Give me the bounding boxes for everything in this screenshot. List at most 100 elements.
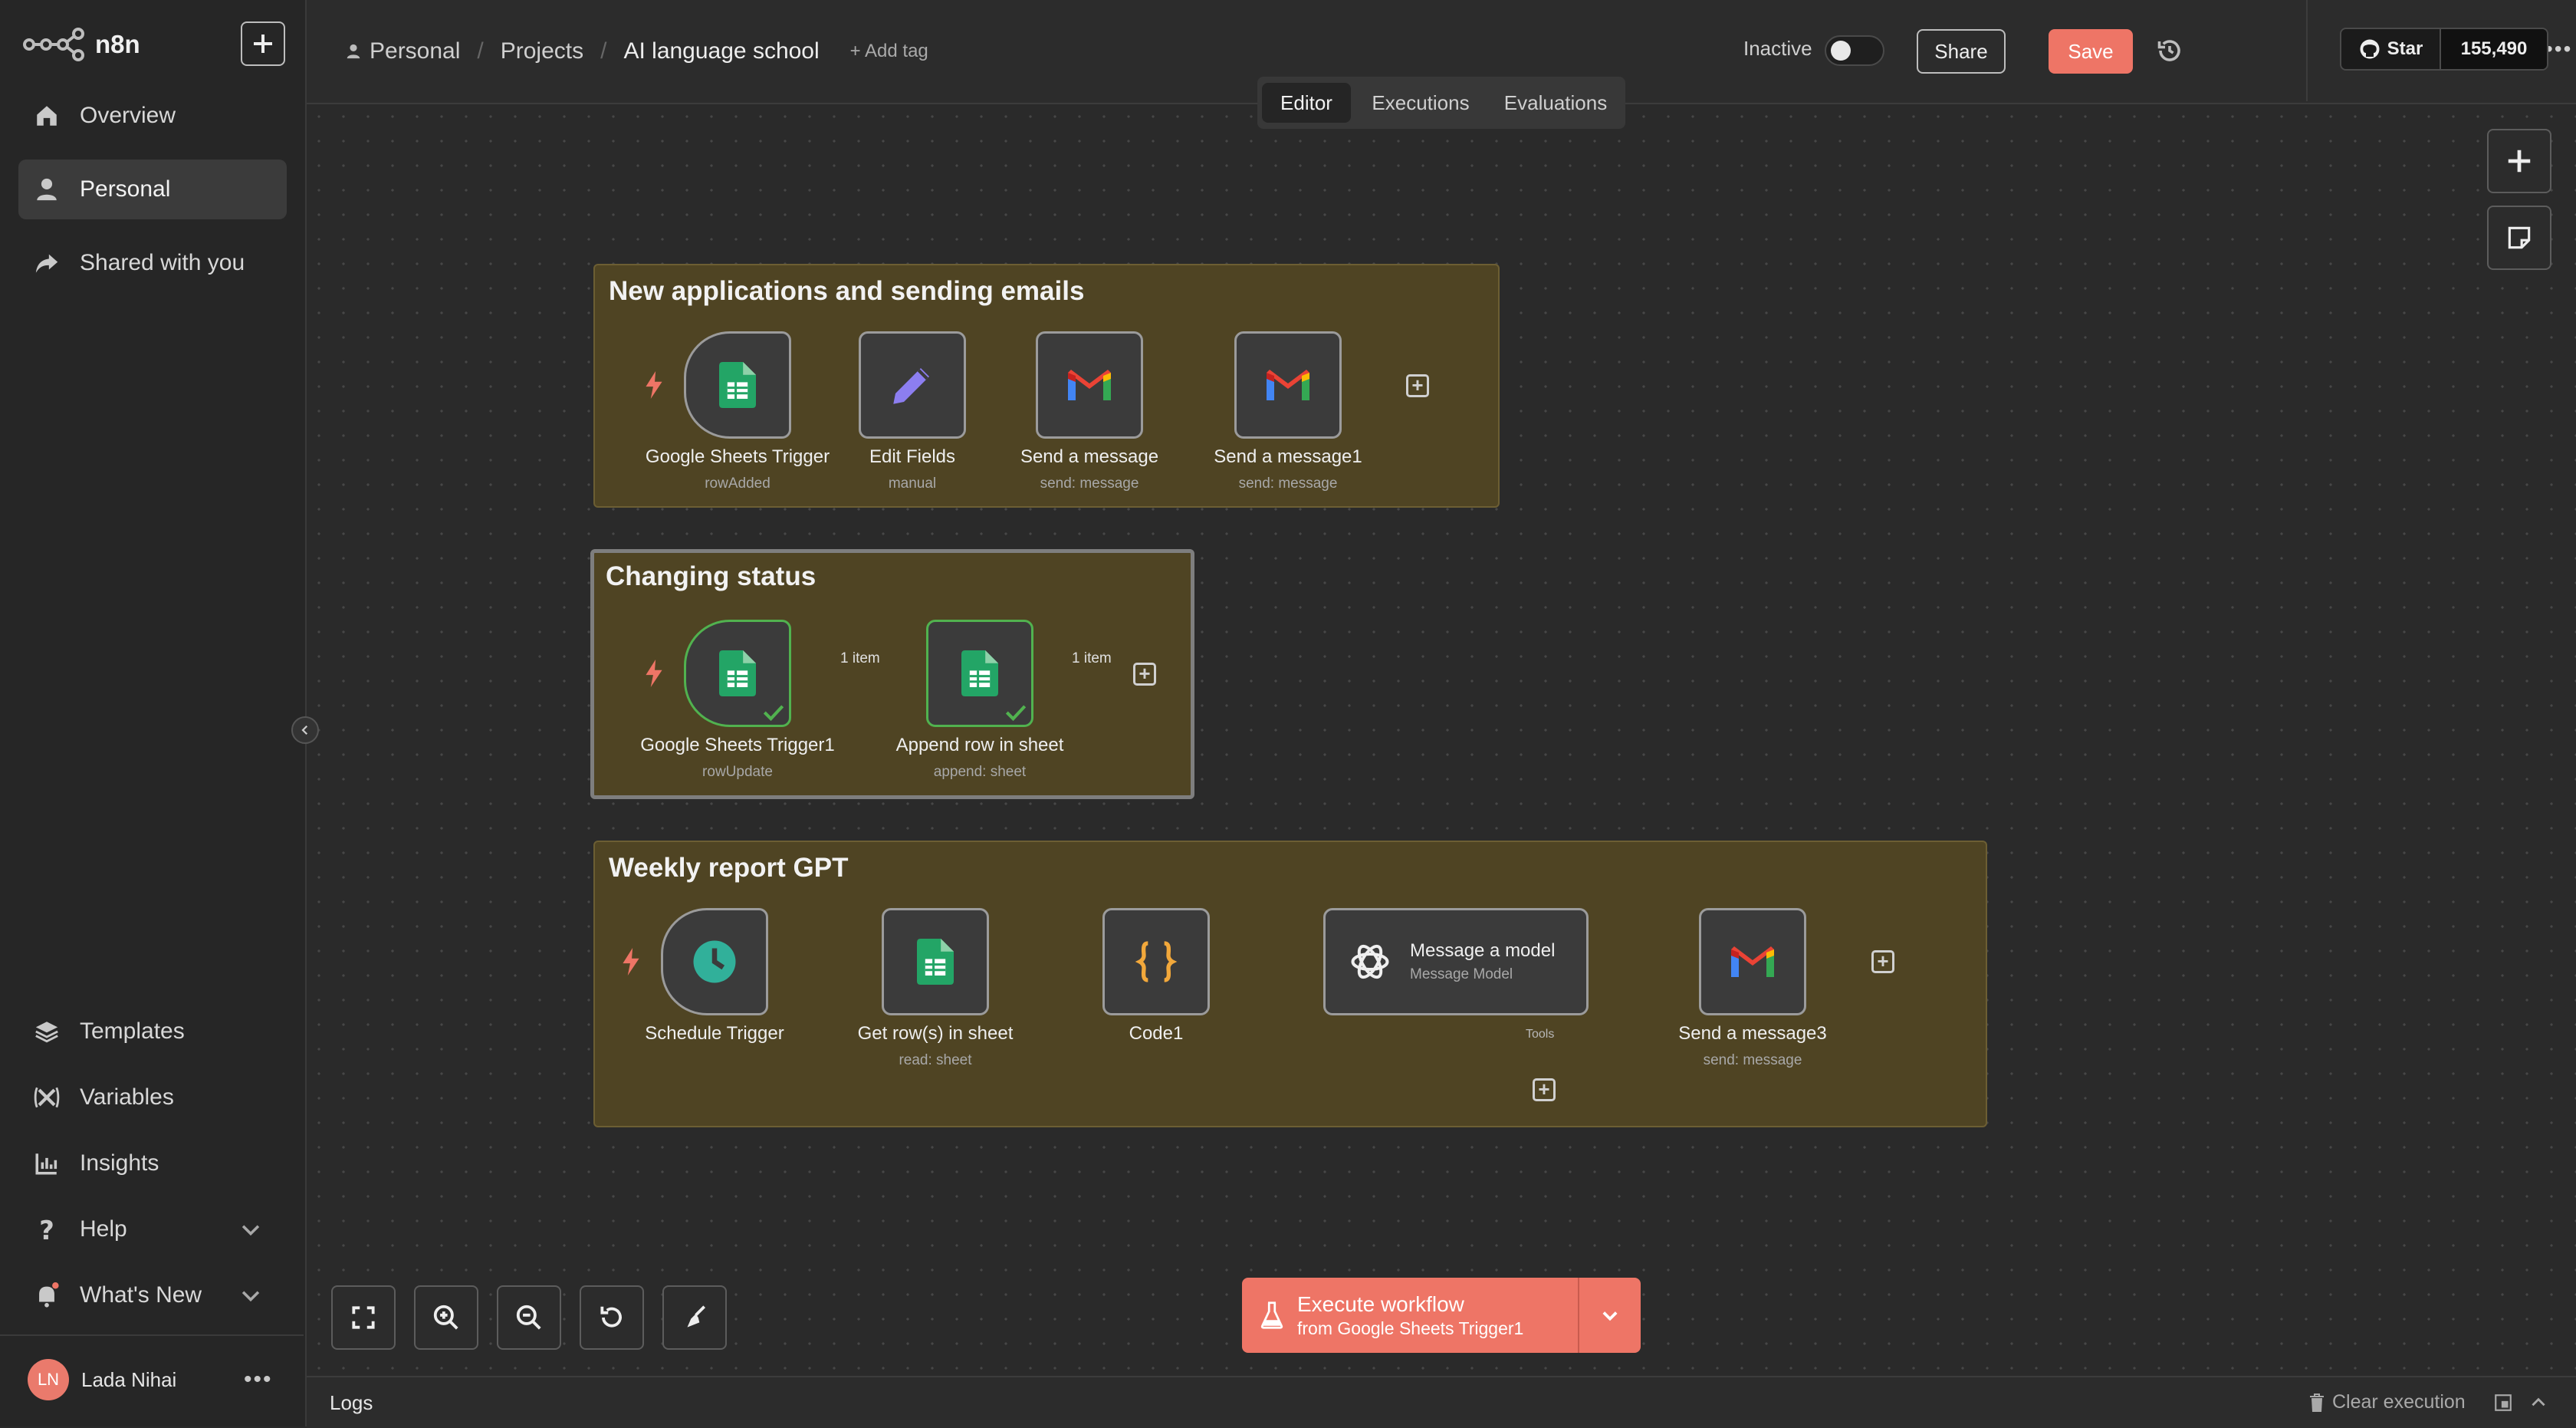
node-send-a-message[interactable]	[1036, 331, 1143, 439]
node-subtitle: rowUpdate	[702, 764, 773, 780]
gmail-icon	[1068, 370, 1111, 400]
chevron-up-icon	[2532, 1397, 2545, 1407]
avatar[interactable]: LN	[28, 1359, 69, 1400]
tab-editor[interactable]: Editor	[1262, 83, 1351, 123]
fit-view-icon	[352, 1306, 375, 1329]
github-star-label: Star	[2387, 38, 2423, 59]
new-button[interactable]	[241, 21, 285, 66]
google-sheets-icon	[719, 650, 756, 696]
toggle-knob	[1831, 41, 1851, 61]
chart-icon	[35, 1153, 58, 1175]
openai-icon	[1351, 944, 1389, 979]
node-label: Send a message3	[1678, 1023, 1827, 1044]
node-label: Get row(s) in sheet	[857, 1023, 1014, 1044]
logo[interactable]: n8n	[23, 28, 140, 61]
node-append-row-in-sheet[interactable]	[926, 620, 1033, 727]
node-message-a-model[interactable]: Message a model Message Model	[1323, 908, 1589, 1015]
node-code1[interactable]	[1102, 908, 1210, 1015]
add-node-panel-button[interactable]	[2487, 129, 2551, 193]
sidebar-item-variables[interactable]: Variables	[18, 1068, 287, 1127]
sidebar-item-label: Help	[80, 1216, 127, 1242]
github-star-widget[interactable]: Star 155,490	[2340, 28, 2548, 71]
sticky-group-changing-status[interactable]: Changing status	[590, 549, 1194, 799]
github-star-button[interactable]: Star	[2341, 29, 2440, 69]
breadcrumb-projects[interactable]: Projects	[500, 38, 584, 64]
execute-main[interactable]: Execute workflow from Google Sheets Trig…	[1242, 1278, 1578, 1353]
tidy-up-button[interactable]	[662, 1285, 727, 1350]
github-icon	[2360, 39, 2380, 59]
sidebar-item-label: Templates	[80, 1018, 185, 1044]
workflow-canvas[interactable]: New applications and sending emails Chan…	[307, 104, 2576, 1374]
google-sheets-icon	[961, 650, 998, 696]
sidebar: n8n Overview Personal Shared with you Te…	[0, 0, 307, 1426]
reset-zoom-button[interactable]	[580, 1285, 644, 1350]
add-node-button[interactable]: +	[1871, 950, 1894, 973]
node-get-rows-in-sheet[interactable]	[882, 908, 989, 1015]
user-menu-button[interactable]: •••	[244, 1367, 273, 1392]
breadcrumb-separator: /	[600, 38, 607, 64]
execute-workflow-button[interactable]: Execute workflow from Google Sheets Trig…	[1242, 1278, 1641, 1353]
gmail-icon	[1267, 370, 1309, 400]
divider	[0, 1334, 304, 1336]
sidebar-item-label: Insights	[80, 1150, 159, 1176]
pop-out-icon	[2495, 1394, 2512, 1411]
breadcrumb-personal[interactable]: Personal	[370, 38, 461, 64]
sidebar-item-templates[interactable]: Templates	[18, 1002, 287, 1061]
node-label: Send a message1	[1214, 446, 1362, 467]
add-tag-button[interactable]: + Add tag	[849, 41, 928, 61]
breadcrumb: Personal / Projects / AI language school…	[345, 38, 928, 64]
add-node-button[interactable]: +	[1133, 663, 1156, 686]
share-button[interactable]: Share	[1917, 29, 2006, 74]
trash-icon	[2310, 1393, 2324, 1412]
svg-text:?: ?	[39, 1216, 54, 1242]
node-edit-fields[interactable]	[859, 331, 966, 439]
node-label: Google Sheets Trigger1	[640, 735, 835, 755]
home-icon	[37, 106, 57, 126]
sidebar-item-help[interactable]: ? Help	[18, 1199, 287, 1259]
add-node-button[interactable]: +	[1406, 374, 1429, 397]
expand-logs-button[interactable]	[2528, 1393, 2548, 1416]
node-send-a-message1[interactable]	[1234, 331, 1342, 439]
sidebar-item-whats-new[interactable]: What's New	[18, 1265, 287, 1325]
active-toggle[interactable]	[1825, 35, 1884, 66]
node-label: Google Sheets Trigger	[645, 446, 830, 467]
add-tool-button[interactable]: +	[1533, 1078, 1556, 1101]
clear-execution-button[interactable]: Clear execution	[2308, 1391, 2466, 1413]
gmail-icon	[1731, 946, 1774, 977]
undo-icon	[600, 1306, 622, 1328]
fit-view-button[interactable]	[331, 1285, 396, 1350]
success-check-icon	[763, 705, 784, 722]
trigger-bolt-icon	[623, 948, 639, 976]
sidebar-item-shared[interactable]: Shared with you	[18, 233, 287, 293]
chevron-left-icon	[301, 725, 308, 735]
more-menu-button[interactable]: •••	[2545, 37, 2573, 61]
workflow-name[interactable]: AI language school	[623, 38, 820, 64]
node-send-a-message3[interactable]	[1699, 908, 1806, 1015]
node-schedule-trigger[interactable]	[661, 908, 768, 1015]
node-google-sheets-trigger[interactable]	[684, 331, 791, 439]
node-google-sheets-trigger1[interactable]	[684, 620, 791, 727]
node-subtitle: manual	[888, 475, 937, 492]
trigger-bolt-icon	[646, 371, 662, 399]
save-button[interactable]: Save	[2049, 29, 2133, 74]
node-subtitle: Message Model	[1410, 966, 1513, 982]
collapse-sidebar-button[interactable]	[291, 716, 319, 744]
execute-subtitle: from Google Sheets Trigger1	[1297, 1318, 1524, 1338]
tab-evaluations[interactable]: Evaluations	[1503, 90, 1608, 114]
execute-options-button[interactable]	[1579, 1278, 1641, 1353]
divider	[2306, 0, 2308, 101]
logs-bar[interactable]: Logs Clear execution	[307, 1376, 2576, 1428]
trigger-bolt-icon	[646, 660, 662, 687]
zoom-in-button[interactable]	[414, 1285, 478, 1350]
sidebar-item-overview[interactable]: Overview	[18, 86, 287, 146]
sidebar-item-personal[interactable]: Personal	[18, 160, 287, 219]
google-sheets-icon	[917, 939, 954, 985]
pencil-icon	[893, 368, 929, 404]
pop-out-logs-button[interactable]	[2493, 1393, 2513, 1416]
user-icon	[37, 178, 57, 201]
zoom-out-button[interactable]	[497, 1285, 561, 1350]
sidebar-item-insights[interactable]: Insights	[18, 1134, 287, 1193]
tab-executions[interactable]: Executions	[1372, 90, 1470, 114]
history-button[interactable]	[2156, 37, 2183, 68]
add-sticky-button[interactable]	[2487, 206, 2551, 270]
